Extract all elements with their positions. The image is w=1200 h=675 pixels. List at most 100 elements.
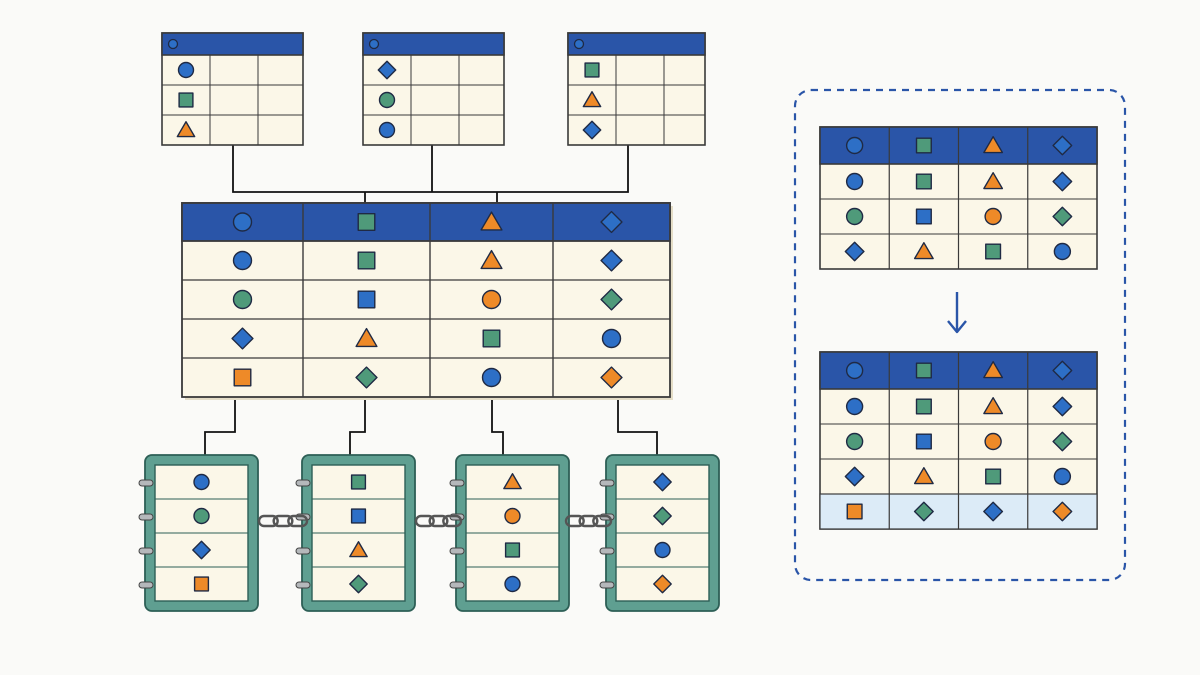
triangle-orange-icon <box>582 91 602 108</box>
square-green-icon <box>482 329 501 348</box>
binder-ring-icon <box>449 479 465 487</box>
diamond-green-icon <box>1052 206 1073 227</box>
shard-binder <box>295 454 416 612</box>
diamond-orange-icon <box>600 366 623 389</box>
source-table <box>567 32 706 146</box>
binder-ring-icon <box>295 479 311 487</box>
circle-blue-icon <box>177 61 195 79</box>
circle-green-icon <box>845 207 864 226</box>
circle-blue-icon <box>654 541 671 559</box>
diamond-blue-icon <box>600 210 623 234</box>
shard-binder <box>449 454 570 612</box>
shard-connector <box>491 398 504 455</box>
shard-binder <box>599 454 720 612</box>
diamond-blue-icon <box>192 540 211 560</box>
table-header <box>181 202 671 242</box>
source-table <box>362 32 505 146</box>
triangle-orange-icon <box>913 241 934 260</box>
triangle-orange-icon <box>503 473 522 490</box>
diamond-blue-icon <box>983 501 1004 522</box>
binder-ring-icon <box>138 513 154 521</box>
diamond-green-icon <box>653 506 672 526</box>
main-table <box>181 202 673 400</box>
before-table <box>819 126 1098 270</box>
diamond-blue-icon <box>377 60 397 80</box>
triangle-orange-icon <box>983 135 1004 154</box>
source-connector <box>232 145 629 193</box>
chain-link-icon <box>257 514 309 528</box>
diamond-green-icon <box>349 574 368 594</box>
binder-ring-icon <box>599 479 615 487</box>
binder-ring-icon <box>599 547 615 555</box>
circle-blue-icon <box>601 328 622 349</box>
chain-link-icon <box>414 514 463 528</box>
diamond-green-icon <box>913 501 934 522</box>
circle-orange-icon <box>504 507 521 525</box>
window-title-bar <box>362 32 505 56</box>
circle-green-icon <box>193 507 210 525</box>
square-green-icon <box>504 542 521 558</box>
diamond-blue-icon <box>844 466 865 487</box>
diamond-blue-icon <box>844 241 865 262</box>
binder-ring-icon <box>295 547 311 555</box>
shard-connector <box>617 398 658 455</box>
replication-panel <box>793 88 1127 582</box>
chain-link-icon <box>564 514 613 528</box>
square-blue-icon <box>350 508 367 524</box>
circle-orange-icon <box>481 289 502 310</box>
circle-blue-icon <box>845 361 864 380</box>
triangle-orange-icon <box>983 361 1004 379</box>
window-dot-icon <box>368 38 380 50</box>
source-table <box>161 32 304 146</box>
diamond-blue-icon <box>1052 360 1073 381</box>
window-title-bar <box>161 32 304 56</box>
binder-ring-icon <box>449 547 465 555</box>
circle-blue-icon <box>1053 467 1072 486</box>
square-orange-icon <box>233 368 252 387</box>
diamond-green-icon <box>600 288 623 311</box>
square-green-icon <box>584 62 600 78</box>
circle-green-icon <box>232 289 253 310</box>
diamond-blue-icon <box>1052 396 1073 417</box>
square-green-icon <box>350 474 367 490</box>
shard-binders <box>138 454 720 612</box>
circle-blue-icon <box>232 250 253 271</box>
connector-lines <box>204 145 658 455</box>
square-blue-icon <box>915 208 932 225</box>
square-green-icon <box>357 251 376 270</box>
diamond-blue-icon <box>1052 135 1073 156</box>
diamond-blue-icon <box>600 249 623 272</box>
triangle-orange-icon <box>355 327 378 348</box>
triangle-orange-icon <box>349 541 368 558</box>
main-table-grid <box>181 202 673 400</box>
down-arrow-icon <box>947 292 967 334</box>
triangle-orange-icon <box>480 211 503 231</box>
square-orange-icon <box>193 576 210 592</box>
window-dot-icon <box>573 38 585 50</box>
triangle-orange-icon <box>913 467 934 485</box>
shard-binder <box>138 454 259 612</box>
circle-blue-icon <box>845 136 864 155</box>
diamond-blue-icon <box>231 327 254 350</box>
circle-orange-icon <box>984 432 1002 451</box>
square-green-icon <box>178 92 194 108</box>
circle-blue-icon <box>193 473 210 491</box>
binder-ring-icon <box>449 581 465 589</box>
square-orange-icon <box>846 503 863 520</box>
binder-ring-icon <box>599 581 615 589</box>
window-dot-icon <box>167 38 179 50</box>
square-green-icon <box>915 137 932 154</box>
circle-blue-icon <box>481 367 502 388</box>
triangle-orange-icon <box>983 397 1004 415</box>
diamond-green-icon <box>355 366 378 389</box>
square-green-icon <box>985 243 1002 260</box>
circle-orange-icon <box>984 207 1002 226</box>
triangle-orange-icon <box>480 249 503 270</box>
circle-blue-icon <box>504 575 521 593</box>
square-green-icon <box>915 398 932 415</box>
binder-ring-icon <box>138 479 154 487</box>
square-green-icon <box>985 468 1002 485</box>
circle-blue-icon <box>232 212 253 232</box>
